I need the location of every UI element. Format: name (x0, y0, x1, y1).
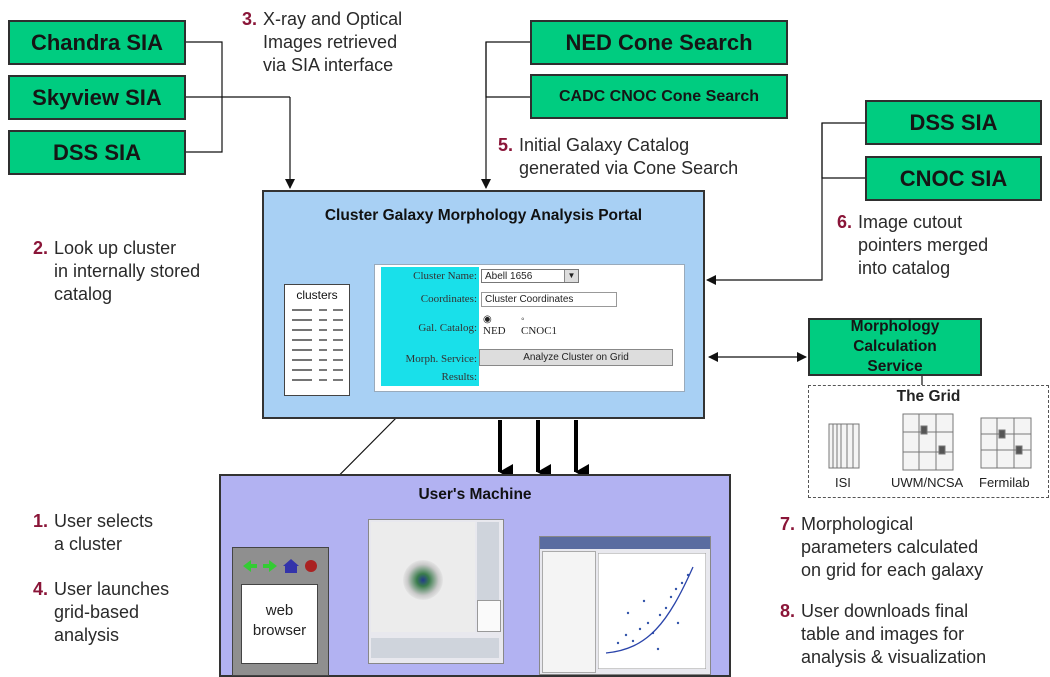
step-3-number: 3. (242, 9, 258, 29)
ned-cone-search-box: NED Cone Search (530, 20, 788, 65)
grid-resources-illustration (828, 413, 1032, 471)
cluster-name-value: Abell 1656 (485, 271, 533, 282)
clusters-list-title: clusters (296, 288, 338, 302)
step-4: 4.User launches grid-based analysis (33, 578, 169, 647)
coordinates-value: Cluster Coordinates (485, 294, 574, 305)
chandra-sia-label: Chandra SIA (30, 29, 164, 55)
gal-catalog-label: Gal. Catalog: (418, 322, 477, 334)
step-4-number: 4. (33, 579, 49, 599)
cadc-cnoc-cone-search-box: CADC CNOC Cone Search (530, 74, 788, 119)
scatter-plot-thumbnail (598, 553, 706, 669)
web-browser-label: web browser (241, 584, 318, 664)
radio-ned[interactable]: ◉ NED (483, 314, 506, 338)
plot-tool-screenshot (539, 536, 711, 675)
home-icon (283, 559, 299, 573)
step-5: 5.Initial Galaxy Catalog generated via C… (498, 134, 738, 180)
clusters-list-rows (292, 309, 343, 381)
step-6: 6.Image cutout pointers merged into cata… (837, 211, 988, 280)
results-label: Results: (441, 371, 477, 383)
chevron-down-icon: ▼ (564, 270, 578, 282)
ned-cone-search-label: NED Cone Search (565, 29, 753, 55)
plot-tool-data-list (542, 551, 596, 673)
dss-sia-right-box: DSS SIA (865, 100, 1042, 145)
stop-icon (305, 560, 317, 572)
radio-cnoc1-label: CNOC1 (521, 325, 558, 337)
cluster-name-select[interactable]: Abell 1656 ▼ (481, 269, 579, 283)
browser-toolbar (243, 559, 317, 573)
analyze-cluster-button[interactable]: Analyze Cluster on Grid (479, 349, 673, 366)
cadc-cnoc-cone-search-label: CADC CNOC Cone Search (558, 87, 760, 105)
step-7: 7.Morphological parameters calculated on… (780, 513, 983, 582)
image-viewer-status-bar (371, 638, 499, 658)
skyview-sia-label: Skyview SIA (32, 84, 162, 110)
step-4-text: User launches grid-based analysis (54, 579, 170, 645)
grid-node-isi: ISI (835, 475, 851, 490)
grid-panel: The Grid ISI UWM/NCSA Fermilab (808, 385, 1049, 498)
step-5-number: 5. (498, 135, 514, 155)
radio-ned-label: NED (483, 325, 506, 337)
step-8: 8.User downloads final table and images … (780, 600, 986, 669)
step-1-number: 1. (33, 511, 49, 531)
fermilab-server-icon (980, 417, 1032, 469)
step-8-number: 8. (780, 601, 796, 621)
dss-sia-left-label: DSS SIA (52, 139, 142, 165)
image-viewer-canvas (371, 522, 475, 632)
step-7-number: 7. (780, 514, 796, 534)
cluster-form: Cluster Name: Coordinates: Gal. Catalog:… (374, 264, 685, 392)
grid-node-fermilab: Fermilab (979, 475, 1030, 490)
web-browser-window[interactable]: web browser (232, 547, 329, 676)
cone-bracket-line (485, 41, 530, 98)
image-viewer-screenshot (368, 519, 504, 664)
galaxy-cluster-image (403, 560, 443, 600)
step-2-number: 2. (33, 238, 49, 258)
portal-title: Cluster Galaxy Morphology Analysis Porta… (324, 207, 643, 224)
dss-sia-left-box: DSS SIA (8, 130, 186, 175)
coordinates-label: Coordinates: (420, 293, 477, 305)
step-2: 2.Look up cluster in internally stored c… (33, 237, 200, 306)
cluster-name-label: Cluster Name: (413, 270, 477, 282)
users-machine-title: User's Machine (418, 486, 532, 503)
thumbnail-panel (477, 600, 501, 632)
right-sia-to-portal-arrow (706, 123, 823, 285)
radio-ned-icon: ◉ (483, 314, 492, 325)
skyview-sia-box: Skyview SIA (8, 75, 186, 120)
users-machine: User's Machine web browser (219, 474, 731, 677)
step-6-number: 6. (837, 212, 853, 232)
forward-arrow-icon (263, 560, 277, 572)
cnoc-sia-box: CNOC SIA (865, 156, 1042, 201)
dss-sia-right-label: DSS SIA (909, 109, 998, 135)
step-1: 1.User selects a cluster (33, 510, 153, 556)
step-3-text: X-ray and Optical Images retrieved via S… (263, 9, 403, 75)
morph-service-label: Morph. Service: (405, 353, 477, 365)
morphology-service-label: Morphology Calculation Service (850, 318, 940, 375)
analysis-portal: Cluster Galaxy Morphology Analysis Porta… (262, 190, 705, 419)
coordinates-input[interactable]: Cluster Coordinates (481, 292, 617, 307)
step-8-text: User downloads final table and images fo… (801, 601, 987, 667)
step-7-text: Morphological parameters calculated on g… (801, 514, 984, 580)
radio-cnoc1-icon: ◦ (521, 314, 525, 325)
step-3: 3.X-ray and Optical Images retrieved via… (242, 8, 402, 77)
step-6-text: Image cutout pointers merged into catalo… (858, 212, 989, 278)
uwm-ncsa-server-icon (902, 413, 954, 471)
step-2-text: Look up cluster in internally stored cat… (54, 238, 201, 304)
cnoc-sia-label: CNOC SIA (899, 165, 1008, 191)
morphology-service-box: Morphology Calculation Service (808, 318, 982, 376)
grid-title: The Grid (896, 388, 961, 405)
back-arrow-icon (243, 560, 257, 572)
plot-tool-titlebar (540, 537, 710, 549)
isi-server-icon (828, 423, 860, 469)
clusters-list: clusters (284, 284, 350, 396)
radio-cnoc1[interactable]: ◦ CNOC1 (521, 314, 558, 338)
right-sia-bracket-line (821, 122, 865, 179)
grid-node-uwm-ncsa: UWM/NCSA (891, 475, 964, 490)
step-1-text: User selects a cluster (54, 511, 154, 554)
step-5-text: Initial Galaxy Catalog generated via Con… (519, 135, 739, 178)
chandra-sia-box: Chandra SIA (8, 20, 186, 65)
form-label-column: Cluster Name: Coordinates: Gal. Catalog:… (381, 267, 479, 386)
